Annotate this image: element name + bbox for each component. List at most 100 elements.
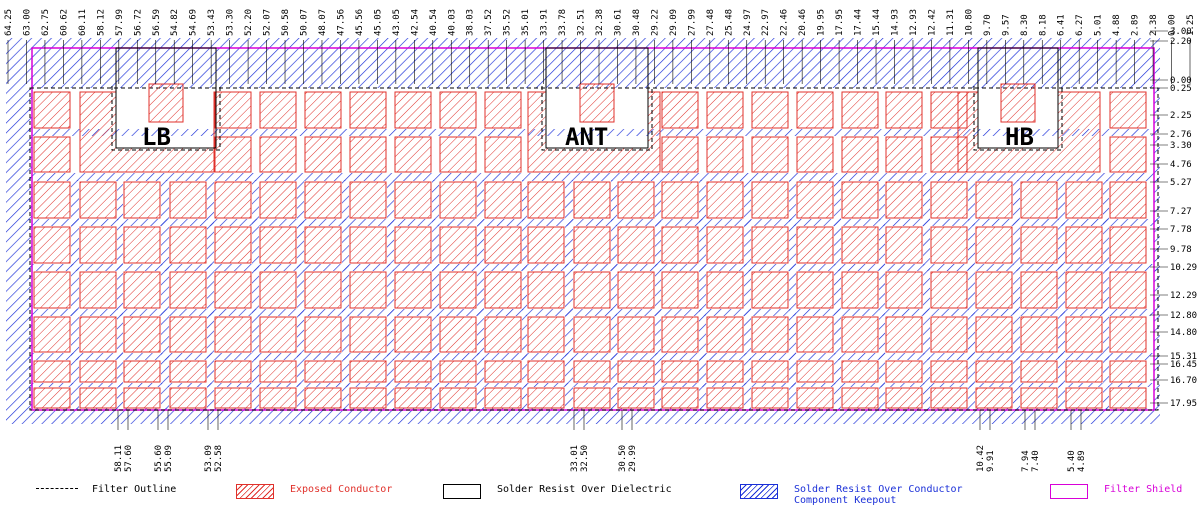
exposed-conductor-pad: [1109, 360, 1147, 383]
legend-exposed-conductor: Exposed Conductor: [236, 484, 392, 499]
exposed-conductor-pad: [841, 316, 879, 353]
dimension-right-label: 2.25: [1170, 111, 1192, 121]
dimension-top-label: 50.58: [281, 9, 291, 36]
resist-channel-v: [1058, 180, 1065, 410]
exposed-conductor-pad: [1109, 181, 1147, 219]
exposed-conductor-pad: [885, 316, 923, 353]
exposed-conductor-pad: [123, 271, 161, 309]
dimension-top-label: 40.54: [429, 9, 439, 36]
exposed-conductor-pad: [304, 226, 342, 264]
exposed-conductor-pad: [527, 387, 565, 409]
exposed-conductor-pad: [841, 271, 879, 309]
dimension-right-label: 7.27: [1170, 207, 1192, 217]
exposed-conductor-pad: [394, 360, 432, 383]
dimension-right-label: 4.76: [1170, 160, 1192, 170]
exposed-conductor-pad: [304, 316, 342, 353]
exposed-conductor-pad: [751, 226, 789, 264]
dimension-top-label: 29.09: [669, 9, 679, 36]
exposed-conductor-pad: [706, 181, 744, 219]
dimension-right-label: 12.29: [1170, 291, 1197, 301]
resist-channel-v: [879, 180, 885, 410]
resist-channel-v: [834, 180, 841, 410]
dimension-right-label: 9.78: [1170, 245, 1192, 255]
exposed-conductor-pad: [1065, 226, 1103, 264]
lb-inner-pad: [148, 83, 184, 123]
exposed-conductor-pad: [751, 91, 789, 129]
exposed-conductor-pad: [214, 136, 252, 173]
dimension-bottom-label: 53.09: [204, 445, 214, 472]
exposed-conductor-pad: [214, 226, 252, 264]
dimension-top-label: 0.00: [1168, 14, 1178, 36]
exposed-conductor-pad: [123, 316, 161, 353]
resist-channel-h: [28, 173, 1158, 181]
exposed-conductor-pad: [79, 181, 117, 219]
resist-channel-v: [387, 180, 394, 410]
exposed-conductor-pad: [751, 181, 789, 219]
pad-label-hb: HB: [1005, 123, 1034, 151]
exposed-conductor-pad: [885, 226, 923, 264]
legend-label-line2: Component Keepout: [794, 495, 897, 506]
exposed-conductor-pad: [1065, 360, 1103, 383]
exposed-conductor-pad: [123, 181, 161, 219]
legend-label: Filter Shield: [1104, 484, 1183, 495]
exposed-conductor-pad: [33, 91, 71, 129]
exposed-conductor-pad: [259, 226, 297, 264]
resist-channel-v: [117, 180, 123, 410]
exposed-conductor-pad: [661, 316, 699, 353]
resist-channel-v: [161, 180, 169, 410]
resist-channel-h: [28, 264, 1158, 271]
dimension-top-label: 45.56: [355, 9, 365, 36]
dimension-top-label: 10.80: [964, 9, 974, 36]
exposed-conductor-pad: [661, 226, 699, 264]
exposed-conductor-pad: [661, 181, 699, 219]
dimension-top-label: 8.18: [1038, 14, 1048, 36]
exposed-conductor-pad: [33, 316, 71, 353]
exposed-conductor-pad: [259, 360, 297, 383]
legend-swatch-red-hatch: [236, 484, 274, 499]
dimension-top-label: 12.93: [909, 9, 919, 36]
exposed-conductor-pad: [484, 136, 522, 173]
exposed-conductor-pad: [975, 226, 1013, 264]
exposed-conductor-pad: [751, 360, 789, 383]
exposed-conductor-pad: [751, 316, 789, 353]
exposed-conductor-pad: [304, 360, 342, 383]
exposed-conductor-pad: [751, 271, 789, 309]
exposed-conductor-pad: [1109, 136, 1147, 173]
exposed-conductor-pad: [484, 226, 522, 264]
exposed-conductor-pad: [259, 136, 297, 173]
exposed-conductor-pad: [661, 136, 699, 173]
exposed-conductor-pad: [33, 271, 71, 309]
exposed-conductor-pad: [439, 181, 477, 219]
exposed-conductor-pad: [885, 91, 923, 129]
exposed-conductor-pad: [439, 360, 477, 383]
dimension-top-label: 9.70: [983, 14, 993, 36]
resist-channel-v: [252, 180, 259, 410]
exposed-conductor-pad: [33, 387, 71, 409]
exposed-conductor-pad: [1020, 271, 1058, 309]
exposed-conductor-pad: [841, 387, 879, 409]
resist-channel-v: [71, 180, 79, 410]
exposed-conductor-pad: [169, 387, 207, 409]
resist-channel-v: [789, 180, 796, 410]
legend-swatch-blue-hatch: [740, 484, 778, 499]
dimension-bottom-label: 55.60: [154, 445, 164, 472]
dimension-top-label: 29.22: [650, 9, 660, 36]
dimension-top-label: 37.52: [484, 9, 494, 36]
exposed-conductor-pad: [975, 387, 1013, 409]
dimension-top-label: 20.46: [798, 9, 808, 36]
dimension-top-label: 6.27: [1075, 14, 1085, 36]
exposed-conductor-pad: [33, 226, 71, 264]
exposed-conductor-pad: [573, 226, 611, 264]
pad-label-lb: LB: [142, 123, 171, 151]
legend-label: Filter Outline: [92, 484, 177, 495]
exposed-conductor-pad: [1065, 271, 1103, 309]
dimension-top-label: 57.99: [115, 9, 125, 36]
dimension-top-label: 2.89: [1131, 14, 1141, 36]
dimension-top-label: 5.01: [1094, 14, 1104, 36]
dimension-right-label: 5.27: [1170, 178, 1192, 188]
dimension-top-label: 12.42: [927, 9, 937, 36]
exposed-conductor-pad: [169, 316, 207, 353]
resist-channel-v: [522, 180, 527, 410]
pad-label-ant: ANT: [565, 123, 608, 151]
exposed-conductor-pad: [617, 226, 655, 264]
